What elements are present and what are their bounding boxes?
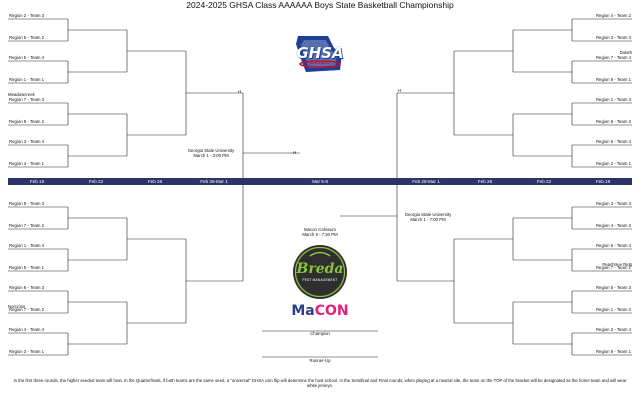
georgia-shape-icon	[296, 36, 342, 72]
date-label: Feb 19	[595, 179, 611, 184]
home-marker: H	[238, 89, 242, 94]
team-slot: Region 8 - Team 2	[9, 119, 45, 124]
date-label: Mar 5-8	[312, 179, 328, 184]
team-slot: Region 2 - Team 3	[9, 13, 45, 18]
team-slot: Region 1 - Team 4	[9, 243, 45, 248]
note-meadowcreek: Meadowcreek	[8, 92, 35, 97]
team-slot: Region 2 - Team 4	[595, 327, 631, 332]
team-slot: Region 7 - Team 3	[9, 97, 45, 102]
note-peachtree: Peachtree Ridg	[602, 262, 632, 267]
team-slot: Region 4 - Team 2	[595, 13, 631, 18]
breda-logo: Breda PEST MANAGEMENT	[292, 244, 348, 300]
left-semi-venue: Georgia State University March 1 - 3:00 …	[176, 148, 246, 158]
team-slot: Region 4 - Team 1	[9, 161, 45, 166]
venue-date: March 8 - 7:30 PM	[302, 232, 338, 237]
team-slot: Region 8 - Team 1	[595, 77, 631, 82]
page-title: 2024-2025 GHSA Class AAAAAA Boys State B…	[186, 0, 454, 10]
final-venue: Macon Coliseum March 8 - 7:30 PM	[285, 227, 355, 237]
macon-logo: MaCON	[288, 302, 352, 322]
ghsa-logo: GHSA BASKETBALL	[282, 34, 358, 76]
team-slot: Region 3 - Team 3	[595, 201, 631, 206]
team-slot: Region 6 - Team 3	[9, 285, 45, 290]
macon-wordmark-b: CON	[314, 303, 349, 319]
team-slot: Region 3 - Team 4	[9, 139, 45, 144]
team-slot: Region 4 - Team 4	[9, 327, 45, 332]
team-slot: Region 7 - Team 4	[595, 55, 631, 60]
team-slot: Region 6 - Team 4	[595, 243, 631, 248]
team-slot: Region 5 - Team 4	[9, 55, 45, 60]
date-label: Feb 22	[88, 179, 104, 184]
team-slot: Region 6 - Team 2	[9, 35, 45, 40]
macon-wordmark-a: Ma	[291, 303, 315, 319]
home-marker: H	[398, 88, 402, 93]
team-slot: Region 5 - Team 1	[9, 265, 45, 270]
team-slot: Region 1 - Team 1	[9, 77, 45, 82]
team-slot: Region 7 - Team 2	[9, 223, 45, 228]
venue-date: March 1 - 7:00 PM	[410, 217, 446, 222]
team-slot: Region 2 - Team 1	[595, 161, 631, 166]
champion-label: Champion	[310, 331, 330, 336]
team-slot: Region 8 - Team 3	[9, 201, 45, 206]
team-slot: Region 6 - Team 4	[595, 139, 631, 144]
venue-name: Macon Coliseum	[303, 227, 336, 232]
home-marker: H	[293, 150, 297, 155]
date-label: Feb 26	[147, 179, 163, 184]
ghsa-subtitle: BASKETBALL	[309, 61, 331, 65]
team-slot: Region 7 - Team 1	[595, 265, 631, 270]
venue-name: Georgia State University	[404, 212, 452, 217]
venue-name: Georgia State University	[187, 148, 235, 153]
date-label: Feb 19	[29, 179, 45, 184]
date-label: Feb 28-Mar 1	[200, 179, 228, 184]
team-slot: Region 5 - Team 2	[595, 119, 631, 124]
footer-note: In the first three rounds, the higher se…	[13, 378, 627, 388]
date-band: Feb 19 Feb 22 Feb 26 Feb 28-Mar 1 Mar 5-…	[8, 178, 632, 185]
team-slot: Region 3 - Team 1	[9, 349, 45, 354]
ghsa-wordmark: GHSA	[296, 44, 344, 62]
date-label: Feb 22	[536, 179, 552, 184]
breda-wordmark: Breda	[296, 261, 344, 277]
team-slot: Region 8 - Team 1	[595, 349, 631, 354]
date-label: Feb 26	[477, 179, 493, 184]
breda-badge-icon	[293, 245, 347, 299]
venue-date: March 1 - 3:00 PM	[193, 153, 229, 158]
note-duluth: Duluth	[619, 50, 632, 55]
runner-up-label: Runner-Up	[309, 358, 331, 363]
team-slot: Region 4 - Team 2	[595, 223, 631, 228]
team-slot: Region 5 - Team 3	[595, 285, 631, 290]
date-label: Feb 28-Mar 1	[412, 179, 440, 184]
note-norcross: Norcross	[8, 304, 26, 309]
right-semi-venue: Georgia State University March 1 - 7:00 …	[393, 212, 463, 222]
team-slot: Region 1 - Team 3	[595, 97, 631, 102]
breda-subtitle: PEST MANAGEMENT	[302, 278, 338, 282]
team-slot: Region 7 - Team 2	[9, 307, 45, 312]
team-slot: Region 1 - Team 2	[595, 307, 631, 312]
team-slot: Region 3 - Team 3	[595, 35, 631, 40]
